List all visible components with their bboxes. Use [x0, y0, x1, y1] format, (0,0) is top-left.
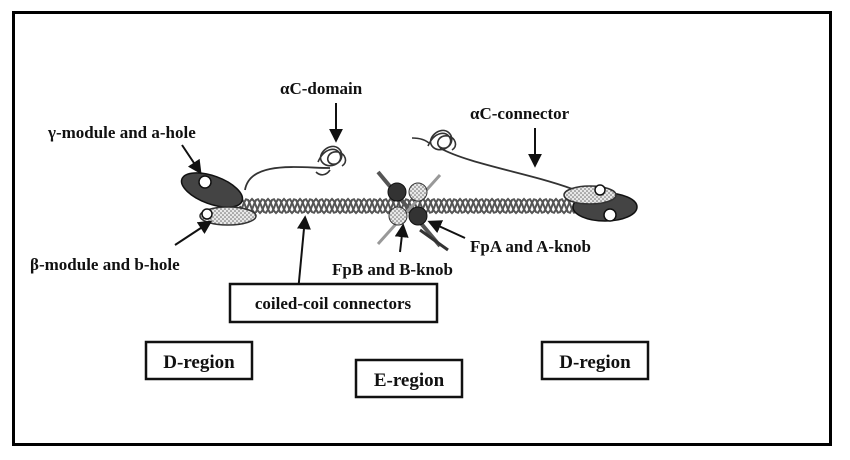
b-hole-icon — [201, 208, 213, 220]
d-region-right-box: D-region — [540, 340, 650, 381]
svg-text:E-region: E-region — [374, 370, 445, 391]
gamma-module-label: γ-module and a-hole — [47, 123, 196, 142]
a-hole-icon — [603, 208, 617, 222]
coiled-coil-box: coiled-coil connectors — [228, 282, 439, 324]
left-beta-module — [199, 206, 257, 226]
svg-text:D-region: D-region — [163, 352, 235, 373]
e-region-box: E-region — [354, 358, 464, 399]
e-region-knobs — [376, 170, 449, 252]
a-hole-icon — [198, 175, 212, 189]
svg-text:coiled-coil connectors: coiled-coil connectors — [255, 294, 412, 313]
diagram-frame — [12, 11, 832, 446]
b-hole-icon — [594, 184, 606, 196]
alpha-c-domain-right — [411, 129, 457, 151]
d-region-left-box: D-region — [144, 340, 254, 381]
callout-arrows — [174, 103, 542, 293]
right-beta-module — [563, 184, 617, 205]
fpb-label: FpB and B-knob — [332, 260, 453, 279]
alpha-c-domain-left — [315, 145, 347, 176]
alpha-c-connector-label: αC-connector — [470, 104, 570, 123]
alpha-c-connector-lines — [244, 147, 581, 193]
alpha-c-domain-label: αC-domain — [280, 79, 363, 98]
svg-text:D-region: D-region — [559, 352, 631, 373]
left-gamma-module — [180, 172, 244, 208]
beta-module-label: β-module and b-hole — [30, 255, 180, 274]
fpa-label: FpA and A-knob — [470, 237, 591, 256]
